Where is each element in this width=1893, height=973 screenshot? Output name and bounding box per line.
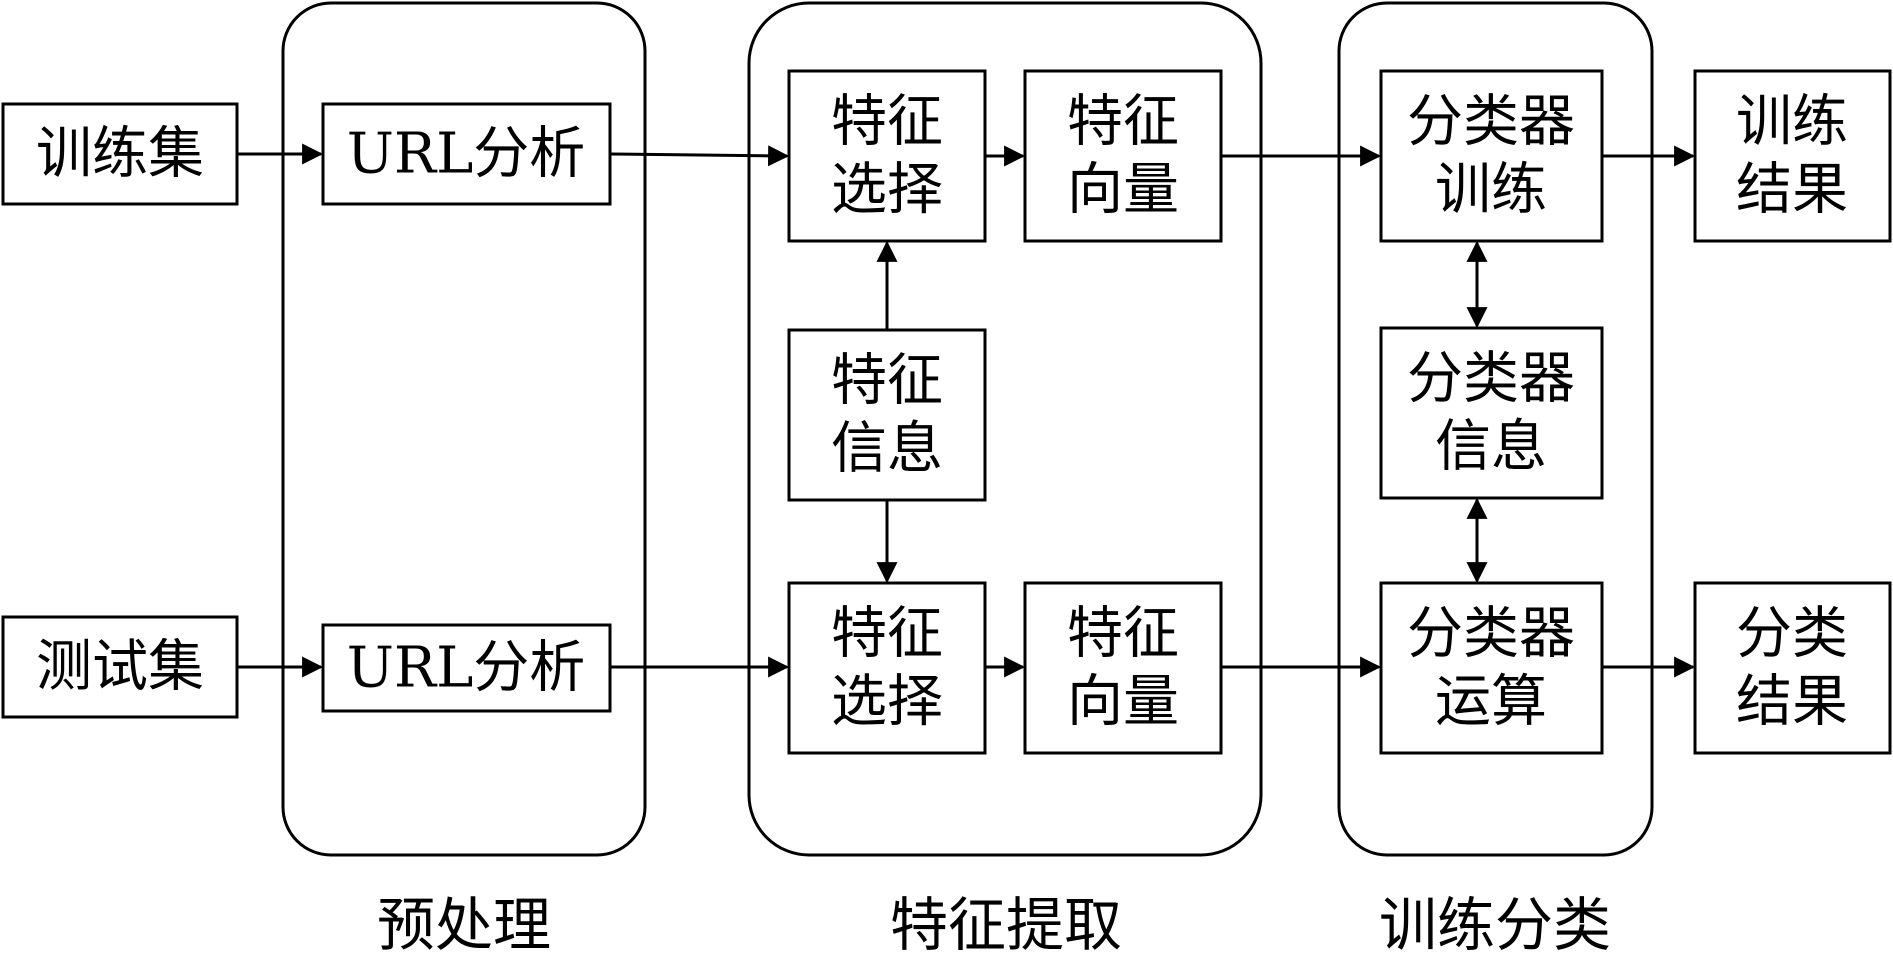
top-feature-vector-line1: 特征 (1067, 90, 1179, 155)
train-classify-label: 训练分类 (1379, 891, 1611, 959)
classifier-train-line1: 分类器 (1407, 90, 1575, 155)
test-set-label: 测试集 (36, 635, 204, 700)
feature-info-box (787, 328, 987, 502)
classification-result-box (1693, 581, 1892, 755)
test-set-box (1, 615, 239, 719)
bottom-feature-select-line2: 选择 (831, 670, 943, 735)
top-feature-select-line1: 特征 (831, 90, 943, 155)
top-feature-select-box (787, 69, 987, 243)
training-result-line2: 结果 (1736, 158, 1848, 223)
arrow-url-to-feature-select-top (609, 145, 790, 167)
feature-extraction-label: 特征提取 (890, 891, 1122, 959)
train-classify-group (1337, 1, 1654, 857)
classifier-info-line2: 信息 (1435, 415, 1547, 480)
top-feature-select-line2: 选择 (831, 158, 943, 223)
classification-result-line1: 分类 (1736, 602, 1848, 667)
classifier-compute-line1: 分类器 (1407, 602, 1575, 667)
training-set-box (1, 102, 239, 206)
classification-result-line2: 结果 (1736, 670, 1848, 735)
classifier-info-box (1379, 326, 1604, 500)
classifier-compute-box (1379, 581, 1604, 755)
preprocess-label: 预处理 (377, 891, 551, 959)
bottom-feature-vector-line1: 特征 (1067, 602, 1179, 667)
bottom-feature-select-line1: 特征 (831, 602, 943, 667)
feature-extraction-group (747, 1, 1263, 857)
bottom-url-analysis-label: URL分析 (347, 636, 586, 701)
classifier-train-line2: 训练 (1435, 158, 1547, 223)
classifier-compute-line2: 运算 (1435, 670, 1547, 735)
preprocess-group (281, 1, 647, 857)
top-url-analysis-box (321, 102, 612, 206)
feature-info-line2: 信息 (831, 417, 943, 482)
top-url-analysis-label: URL分析 (347, 122, 586, 187)
classifier-info-line1: 分类器 (1407, 347, 1575, 412)
training-result-line1: 训练 (1736, 90, 1848, 155)
top-feature-vector-line2: 向量 (1067, 158, 1179, 223)
training-set-label: 训练集 (36, 122, 204, 187)
bottom-feature-vector-line2: 向量 (1067, 670, 1179, 735)
bottom-url-analysis-box (321, 623, 612, 713)
bottom-feature-vector-box (1023, 581, 1223, 755)
feature-info-line1: 特征 (831, 349, 943, 414)
